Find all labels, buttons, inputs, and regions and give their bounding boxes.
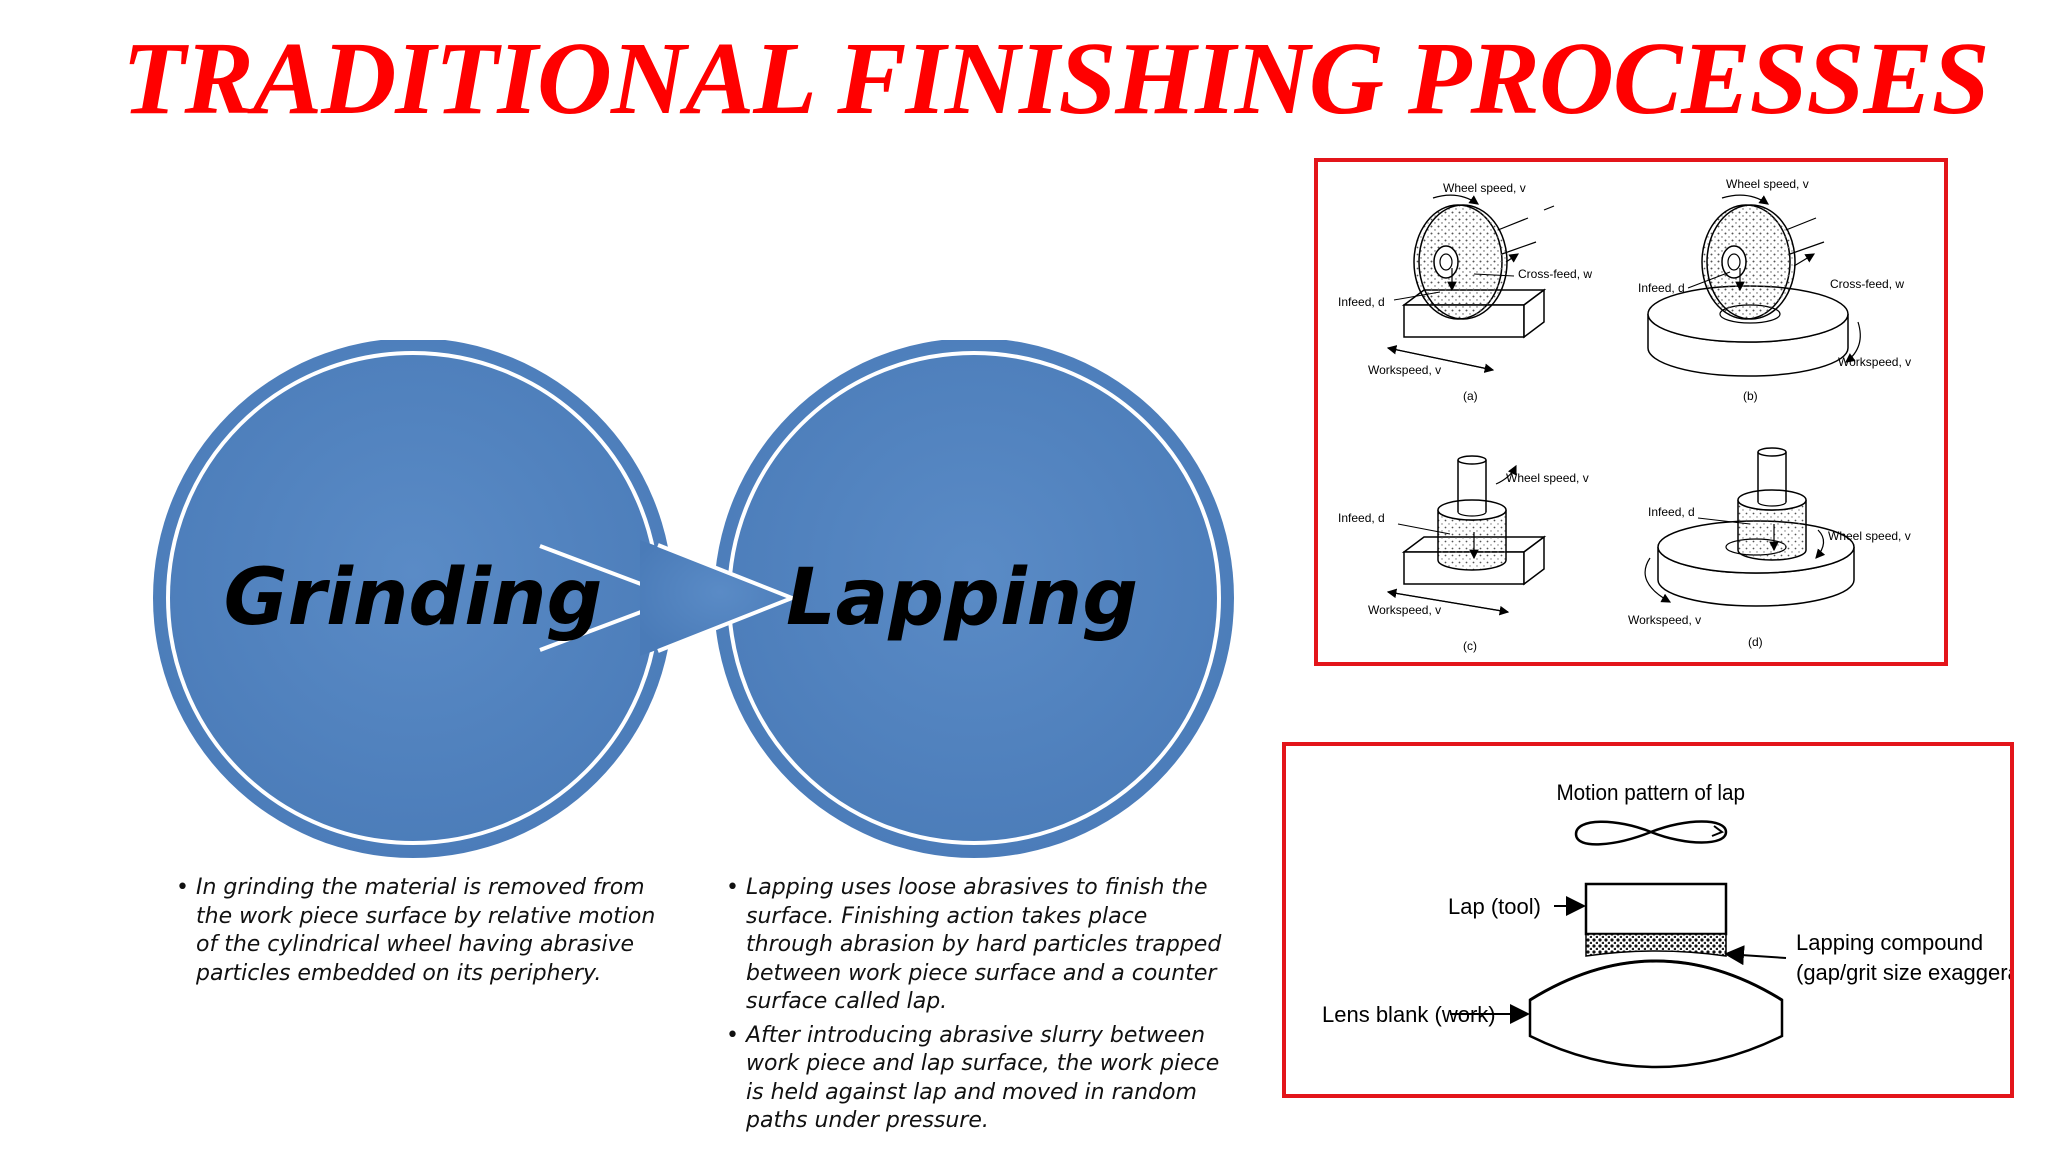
venn-diagram: Grinding Lapping [153,340,1234,858]
lapping-label: Lapping [786,553,1138,643]
bullet-item: After introducing abrasive slurry betwee… [726,1022,1226,1136]
grinding-shape [153,340,685,858]
b-cross-feed-label: Cross-feed, w [1830,277,1904,291]
lap-tool [1584,882,1728,936]
c-wheel-speed-label: Wheel speed, v [1506,471,1589,485]
grinding-methods-figure: Wheel speed, v Cross-feed, w Infeed, d W… [1314,158,1948,666]
panel-a: Wheel speed, v Cross-feed, w Infeed, d W… [1338,181,1592,403]
grinding-bullets: In grinding the material is removed from… [176,874,676,993]
a-wheel-speed-label: Wheel speed, v [1443,181,1526,195]
motion-pattern-label: Motion pattern of lap [1556,780,1744,805]
d-infeed-label: Infeed, d [1648,505,1695,519]
b-workspeed-label: Workspeed, v [1838,355,1911,369]
lapping-compound-layer [1585,933,1727,957]
b-infeed-label: Infeed, d [1638,281,1685,295]
d-caption: (d) [1748,635,1763,649]
panel-c: Wheel speed, v Infeed, d Workspeed, v (c… [1338,455,1589,653]
a-caption: (a) [1463,389,1478,403]
page-title: TRADITIONAL FINISHING PROCESSES [122,21,1990,136]
motion-pattern-loop [1574,820,1728,846]
a-cross-feed-label: Cross-feed, w [1518,267,1592,281]
bullet-item: In grinding the material is removed from… [176,874,676,988]
c-workspeed-label: Workspeed, v [1368,603,1441,617]
b-wheel-speed-label: Wheel speed, v [1726,177,1809,191]
a-infeed-label: Infeed, d [1338,295,1385,309]
b-caption: (b) [1743,389,1758,403]
d-wheel-speed-label: Wheel speed, v [1828,529,1911,543]
a-workspeed-label: Workspeed, v [1368,363,1441,377]
grinding-label: Grinding [224,553,603,643]
c-infeed-label: Infeed, d [1338,511,1385,525]
compound-label-line1: Lapping compound [1796,930,1983,955]
bullet-item: Lapping uses loose abrasives to finish t… [726,874,1226,1017]
lens-blank-label: Lens blank (work) [1322,1002,1496,1027]
lap-tool-label: Lap (tool) [1448,894,1541,919]
c-caption: (c) [1463,639,1477,653]
d-workspeed-label: Workspeed, v [1628,613,1701,627]
panel-b: Wheel speed, v Cross-feed, w Infeed, d W… [1638,177,1911,403]
arrow-connector [640,540,800,656]
compound-label-line2: (gap/grit size exaggerated) [1796,960,2010,985]
lapping-bullets: Lapping uses loose abrasives to finish t… [726,874,1226,1141]
lens-blank [1528,959,1784,1069]
lapping-process-figure: Motion pattern of lap Lap (tool) Lapping… [1282,742,2014,1098]
panel-d: Infeed, d Wheel speed, v Workspeed, v (d… [1628,447,1911,649]
